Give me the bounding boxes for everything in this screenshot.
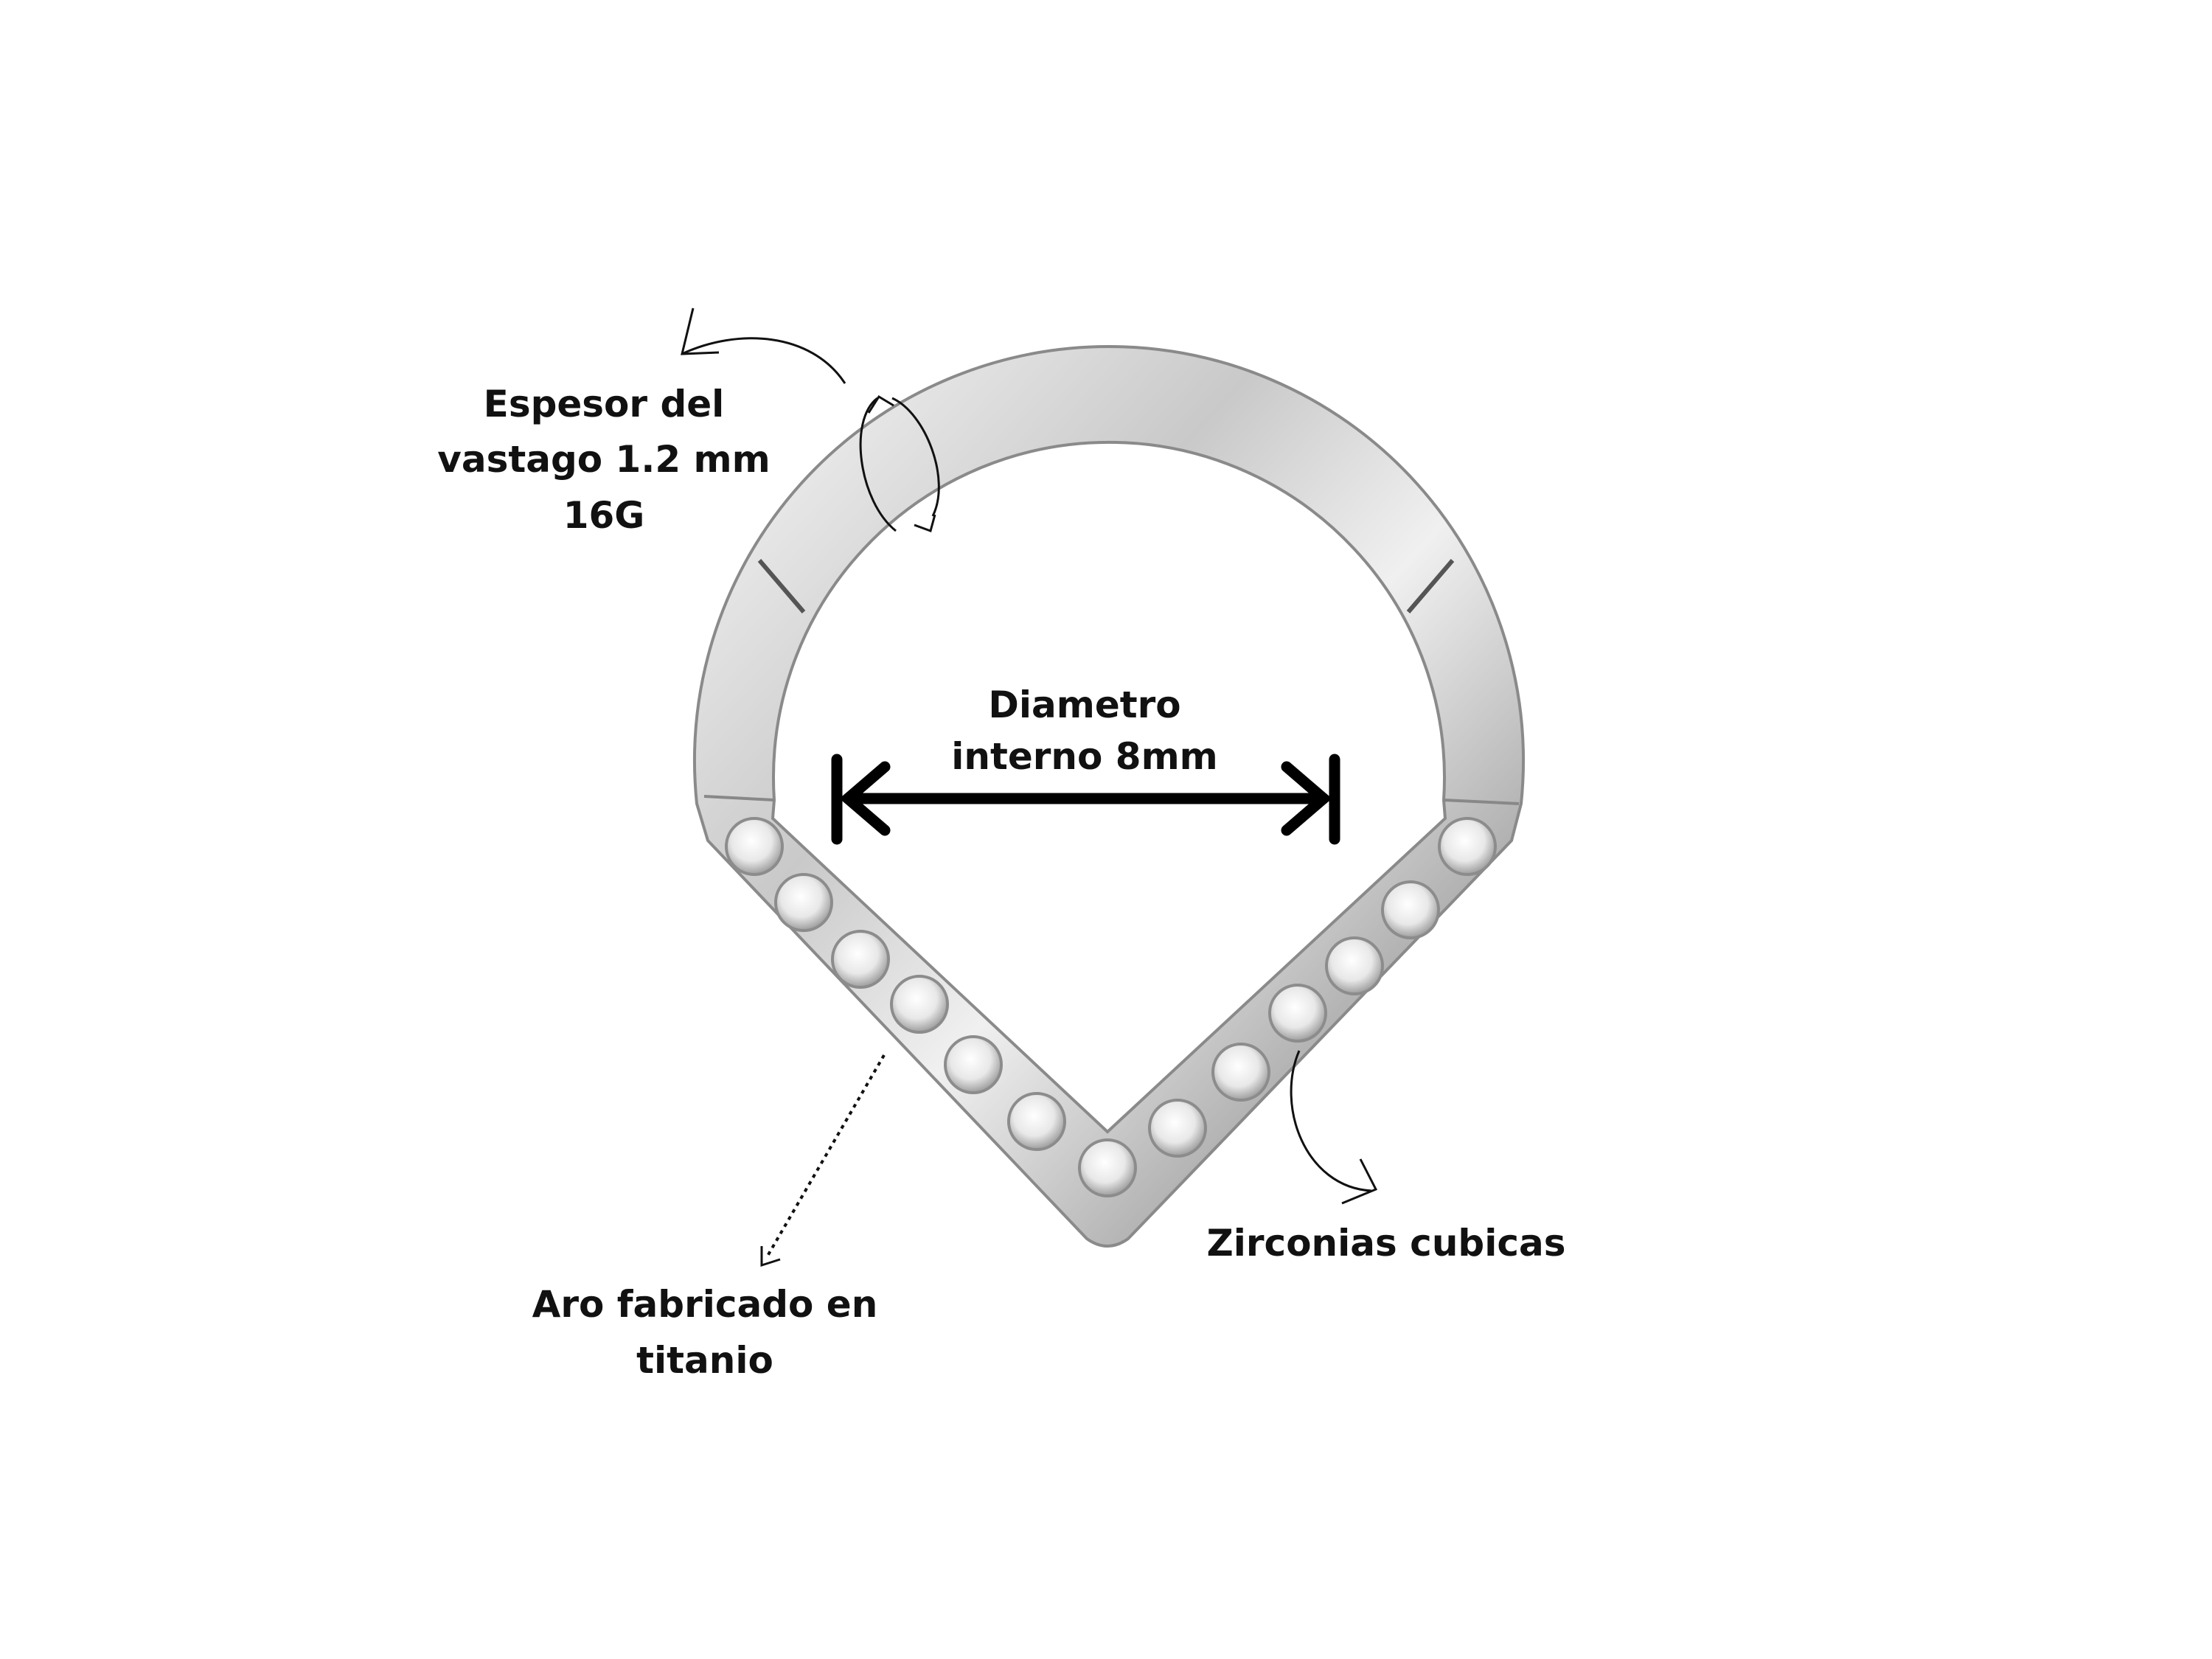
- material-pointer-head: [760, 1246, 781, 1267]
- diameter-label-line2: interno 8mm: [951, 735, 1218, 778]
- stones-label: Zirconias cubicas: [1207, 1222, 1566, 1265]
- material-pointer-dotted: [765, 1054, 886, 1259]
- zirconia-stone: [1438, 817, 1497, 876]
- hinge-seam-left: [757, 559, 806, 613]
- zirconia-stone: [1211, 1043, 1270, 1102]
- zirconia-stone: [890, 975, 949, 1034]
- thickness-label-line2: vastago 1.2 mm: [437, 438, 770, 481]
- stones-pointer: [1290, 1050, 1372, 1192]
- zirconia-stone: [1325, 936, 1384, 995]
- rotation-arrows-icon: [859, 394, 940, 532]
- segment-seam-right: [1443, 799, 1520, 805]
- cubic-zirconia-stones: [725, 817, 1497, 1197]
- zirconia-stone: [831, 930, 890, 989]
- zirconia-stone: [725, 817, 784, 876]
- zirconia-stone: [1381, 880, 1440, 939]
- zirconia-stone: [1078, 1138, 1137, 1197]
- diameter-arrow: [831, 754, 1340, 845]
- zirconia-stone: [1148, 1099, 1207, 1158]
- hinge-seam-right: [1406, 559, 1455, 613]
- thickness-arrow: [681, 337, 846, 384]
- material-label-line1: Aro fabricado en: [532, 1283, 878, 1326]
- thickness-label-line3: 16G: [563, 494, 645, 537]
- thickness-arrowhead: [681, 307, 720, 355]
- stones-pointer-head: [1341, 1158, 1378, 1205]
- zirconia-stone: [774, 873, 833, 932]
- thickness-label-line1: Espesor del: [484, 383, 725, 425]
- diameter-label-line1: Diametro: [988, 684, 1180, 726]
- zirconia-stone: [1268, 984, 1327, 1043]
- material-label-line2: titanio: [636, 1339, 773, 1382]
- segment-seam-left: [703, 795, 775, 801]
- zirconia-stone: [944, 1035, 1003, 1094]
- zirconia-stone: [1007, 1092, 1066, 1151]
